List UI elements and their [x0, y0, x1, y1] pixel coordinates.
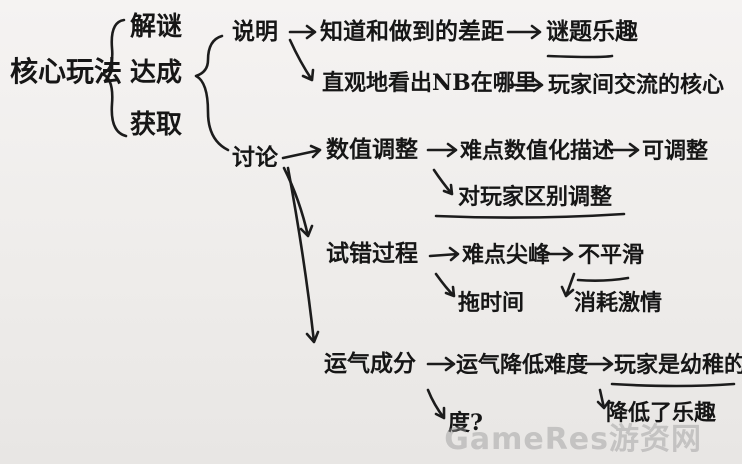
branch-discuss: 讨论 — [232, 144, 278, 171]
underline-numeric-sub — [434, 212, 626, 219]
root-node: 核心玩法 — [10, 55, 123, 88]
luck-node: 运气成分 — [324, 350, 416, 377]
numeric-node: 数值调整 — [326, 136, 418, 163]
arrow-numeric-1 — [426, 142, 458, 158]
explain-result-1: 谜题乐趣 — [546, 18, 638, 45]
root-brace — [100, 18, 128, 138]
arrow-explain-1 — [288, 24, 317, 40]
underline-trial-step2 — [576, 276, 630, 282]
trial-node: 试错过程 — [326, 240, 418, 267]
arrow-luck-sub1 — [426, 388, 446, 420]
luck-step2: 玩家是幼稚的 — [614, 352, 742, 378]
arrow-numeric-sub — [432, 168, 454, 196]
arrow-luck-1 — [426, 356, 456, 372]
arrow-trial-1 — [428, 246, 460, 262]
aspect-obtain: 获取 — [130, 110, 183, 140]
arrow-trial-sub2 — [560, 272, 576, 298]
arrow-numeric-2 — [610, 142, 640, 158]
explain-item-1: 知道和做到的差距 — [320, 18, 504, 45]
underline-luck-step2 — [610, 382, 736, 388]
arrow-luck-2 — [584, 356, 614, 372]
arrow-explain-2 — [288, 38, 315, 82]
arrow-luck-sub2 — [596, 388, 611, 410]
aspect-achieve: 达成 — [130, 58, 183, 88]
explain-result-2: 玩家间交流的核心 — [548, 72, 725, 98]
arrow-discuss-luck — [286, 166, 320, 344]
trial-step1: 难点尖峰 — [462, 242, 551, 268]
arrow-discuss-trial — [282, 166, 314, 238]
luck-step1: 运气降低难度 — [456, 352, 589, 378]
numeric-step2: 可调整 — [642, 138, 709, 164]
arrow-explain-result-2 — [508, 77, 544, 93]
arrow-explain-result-1 — [506, 24, 542, 40]
explain-item-2: 直观地看出NB在哪里 — [322, 70, 537, 96]
numeric-sub: 对玩家区别调整 — [458, 184, 613, 210]
underline-puzzle — [546, 54, 614, 59]
arrow-trial-sub1 — [434, 272, 456, 298]
trial-sub1: 拖时间 — [458, 290, 525, 316]
luck-sub1: 度? — [448, 410, 483, 436]
aspects-brace — [194, 34, 230, 152]
watermark-text: GameRes游资网 — [444, 422, 702, 457]
luck-sub2: 降低了乐趣 — [606, 400, 717, 426]
aspect-puzzle: 解谜 — [130, 12, 183, 42]
trial-step2: 不平滑 — [578, 242, 645, 268]
branch-explain: 说明 — [232, 18, 278, 45]
trial-sub2: 消耗激情 — [574, 290, 663, 316]
numeric-step1: 难点数值化描述 — [460, 138, 615, 164]
arrow-trial-2 — [546, 246, 574, 262]
arrow-discuss-numeric — [281, 144, 322, 160]
